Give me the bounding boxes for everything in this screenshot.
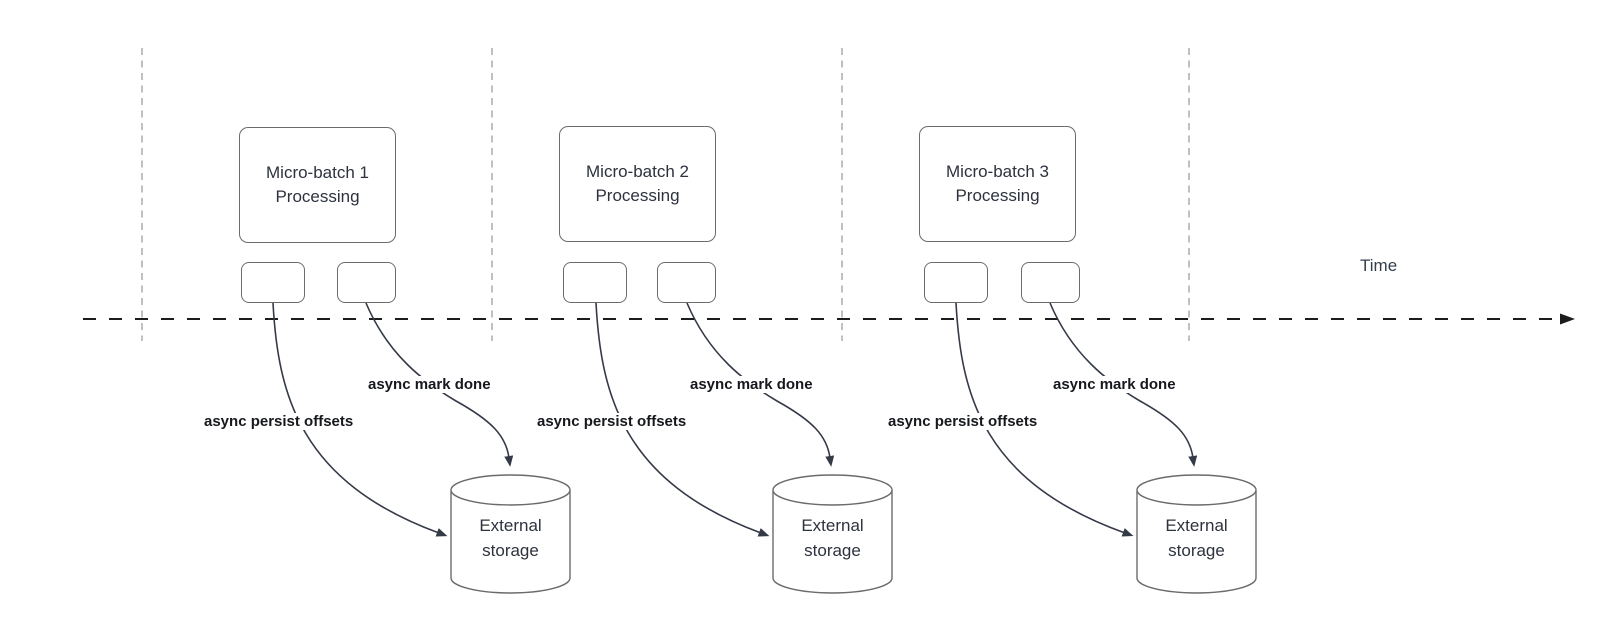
- batch-3-mark-done-arrow: [1049, 302, 1198, 467]
- batch-2-persist-offsets-label: async persist offsets: [535, 413, 689, 430]
- batch-2-mark-done-label: async mark done: [688, 376, 815, 393]
- batch-2-subtask-right-box: [657, 262, 716, 303]
- batch-1-subtask-right-box: [337, 262, 396, 303]
- batch-1-subtask-left-box: [241, 262, 305, 303]
- batch-3-processing-box: Micro-batch 3 Processing: [919, 126, 1076, 242]
- batch-3-subtask-right-box: [1021, 262, 1080, 303]
- batch-3-storage-label: External storage: [1165, 516, 1228, 560]
- batch-1-storage-cylinder: [450, 474, 571, 594]
- batch-2-processing-box: Micro-batch 2 Processing: [559, 126, 716, 242]
- batch-1-mark-done-arrow: [365, 302, 514, 467]
- batch-2-persist-offsets-arrow: [595, 302, 770, 537]
- batch-1-storage-label: External storage: [479, 516, 542, 560]
- batch-3-storage-cylinder: [1136, 474, 1257, 594]
- batch-1-mark-done-label: async mark done: [366, 376, 493, 393]
- batch-1-persist-offsets-arrow: [272, 302, 448, 537]
- batch-3-persist-offsets-arrow: [955, 302, 1134, 537]
- batch-1-persist-offsets-label: async persist offsets: [202, 413, 356, 430]
- batch-3-subtask-left-box: [924, 262, 988, 303]
- batch-3-persist-offsets-label: async persist offsets: [886, 413, 1040, 430]
- time-axis-label: Time: [1360, 256, 1398, 275]
- batch-2-subtask-left-box: [563, 262, 627, 303]
- batch-1-processing-box: Micro-batch 1 Processing: [239, 127, 396, 243]
- batch-2-mark-done-arrow: [686, 302, 835, 467]
- batch-2-storage-label: External storage: [801, 516, 864, 560]
- batch-2-storage-cylinder: [772, 474, 893, 594]
- batch-3-mark-done-label: async mark done: [1051, 376, 1178, 393]
